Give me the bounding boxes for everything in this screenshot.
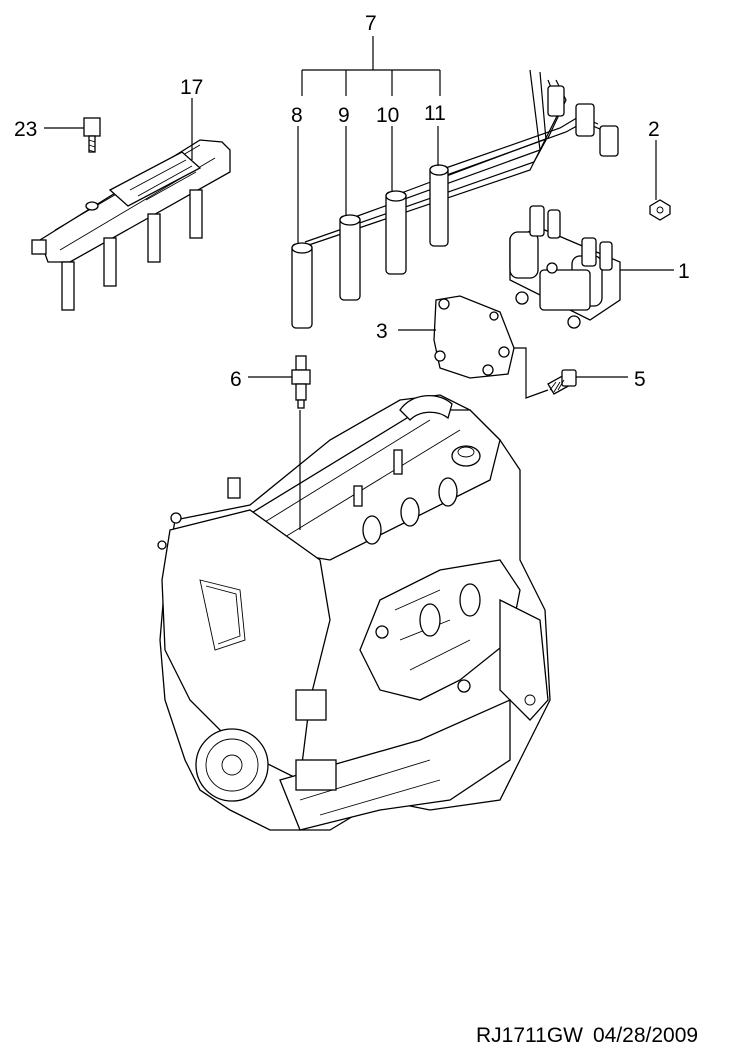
callout-11: 11	[424, 102, 446, 125]
callout-3: 3	[376, 320, 388, 343]
callout-7: 7	[365, 12, 377, 35]
nut-part-2	[649, 199, 671, 221]
wire-boot-part-10	[385, 190, 407, 275]
callout-10: 10	[376, 104, 399, 127]
engine-assembly	[157, 394, 551, 831]
callout-9: 9	[338, 104, 350, 127]
callout-17: 17	[180, 76, 203, 99]
wire-boot-part-11	[429, 164, 449, 247]
ignition-coil-part-1	[509, 205, 621, 329]
bolt-part-5	[547, 369, 577, 395]
callout-5: 5	[634, 368, 646, 391]
callout-1: 1	[678, 260, 690, 283]
wire-boot-part-9	[339, 214, 361, 301]
drawing-footer: RJ1711GW 04/28/2009	[476, 1024, 708, 1048]
callout-2: 2	[648, 118, 660, 141]
ignition-cover-rail-part-17	[31, 139, 231, 311]
ignition-wire-set-part-7	[291, 69, 619, 329]
callout-labels: 7 8 9 10 11 17 23 2 1 3 5 6	[14, 12, 690, 391]
callout-23: 23	[14, 118, 37, 141]
callout-6: 6	[230, 368, 242, 391]
coil-bracket-part-3	[433, 295, 515, 379]
callout-8: 8	[291, 104, 303, 127]
drawing-code: RJ1711GW	[476, 1024, 583, 1047]
wire-boot-part-8	[291, 242, 313, 329]
crank-pulley	[195, 728, 269, 802]
spark-plug-part-6	[291, 355, 311, 409]
leader-lines	[44, 36, 674, 530]
bolt-part-23	[83, 117, 101, 153]
drawing-date: 04/28/2009	[592, 1024, 699, 1047]
